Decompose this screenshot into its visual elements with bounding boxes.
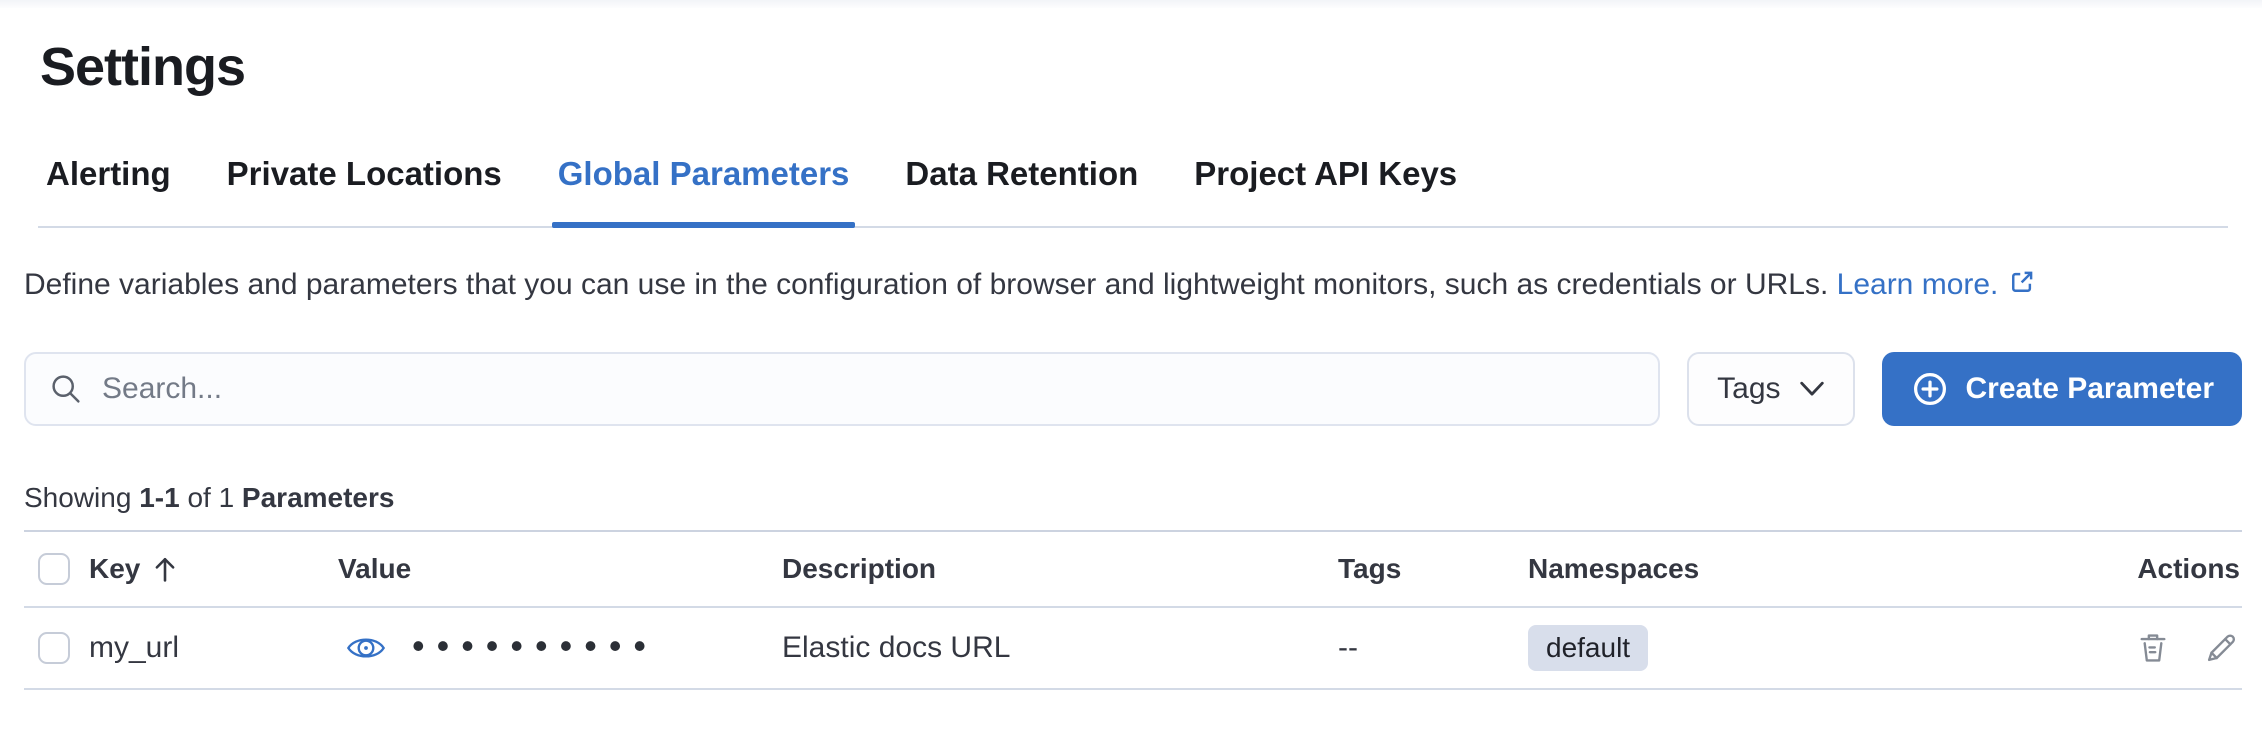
tab-label: Private Locations — [226, 154, 502, 192]
search-icon — [52, 374, 80, 403]
parameters-table: Key Value Description Tags Namespaces Ac… — [24, 529, 2242, 690]
external-link-icon — [2012, 271, 2033, 292]
summary-of: of 1 — [187, 481, 235, 513]
tags-button-label: Tags — [1717, 371, 1781, 405]
column-header-namespaces-label: Namespaces — [1528, 552, 1700, 584]
column-header-actions: Actions — [2122, 553, 2242, 585]
delete-parameter-button[interactable] — [2134, 629, 2172, 667]
param-tags-cell: -- — [1338, 631, 1528, 665]
create-parameter-button[interactable]: Create Parameter — [1881, 351, 2242, 426]
tab-label: Data Retention — [905, 154, 1139, 192]
table-row: my_url •••••••••• Elastic docs URL -- — [24, 608, 2242, 690]
column-header-namespaces: Namespaces — [1528, 553, 2122, 585]
tab-bar: Alerting Private Locations Global Parame… — [38, 152, 2228, 228]
tags-filter-button[interactable]: Tags — [1687, 351, 1855, 426]
create-button-label: Create Parameter — [1965, 371, 2214, 405]
param-value-cell: •••••••••• — [338, 624, 782, 666]
tab-global-parameters[interactable]: Global Parameters — [551, 152, 856, 228]
masked-value: •••••••••• — [412, 624, 659, 666]
intro-paragraph: Define variables and parameters that you… — [24, 260, 2224, 310]
learn-more-link[interactable]: Learn more. — [1837, 268, 2037, 301]
pencil-icon — [2207, 633, 2236, 661]
column-header-actions-label: Actions — [2137, 552, 2240, 584]
intro-text: Define variables and parameters that you… — [24, 267, 1829, 301]
settings-page: Settings Alerting Private Locations Glob… — [0, 34, 2262, 690]
tab-label: Alerting — [46, 154, 171, 192]
column-header-key-label: Key — [89, 552, 141, 584]
tab-label: Project API Keys — [1194, 154, 1458, 192]
toolbar: Tags Create Parameter — [24, 351, 2242, 426]
plus-in-circle-icon — [1913, 372, 1946, 405]
select-all-checkbox[interactable] — [38, 552, 70, 585]
reveal-value-button[interactable] — [346, 632, 386, 664]
summary-showing: Showing — [24, 481, 132, 513]
row-select-cell — [24, 631, 89, 664]
search-box[interactable] — [24, 351, 1661, 426]
summary-range: 1-1 — [139, 481, 180, 513]
column-header-key[interactable]: Key — [89, 553, 338, 585]
eye-icon — [346, 637, 386, 658]
tab-private-locations[interactable]: Private Locations — [221, 152, 508, 226]
column-header-description-label: Description — [782, 552, 937, 584]
tab-data-retention[interactable]: Data Retention — [899, 152, 1144, 226]
row-checkbox[interactable] — [38, 631, 70, 664]
search-input[interactable] — [102, 371, 1637, 406]
trash-icon — [2140, 633, 2166, 662]
column-header-value-label: Value — [338, 552, 412, 584]
tab-project-api-keys[interactable]: Project API Keys — [1188, 152, 1463, 226]
param-namespaces-cell: default — [1528, 624, 2122, 671]
column-header-tags: Tags — [1338, 553, 1528, 585]
param-description: Elastic docs URL — [782, 630, 1011, 664]
column-header-value: Value — [338, 553, 782, 585]
table-header-row: Key Value Description Tags Namespaces Ac… — [24, 529, 2242, 608]
namespace-badge: default — [1528, 624, 1649, 671]
column-header-tags-label: Tags — [1338, 552, 1402, 584]
chevron-down-icon — [1799, 381, 1824, 396]
column-header-description: Description — [782, 553, 1338, 585]
param-actions-cell — [2122, 629, 2242, 667]
param-description-cell: Elastic docs URL — [782, 631, 1338, 665]
tab-label: Global Parameters — [557, 154, 850, 192]
tab-alerting[interactable]: Alerting — [40, 152, 177, 226]
window-top-edge — [0, 0, 2262, 8]
param-key: my_url — [89, 630, 180, 664]
param-key-cell: my_url — [89, 631, 338, 665]
page-title: Settings — [40, 37, 246, 97]
summary-entity: Parameters — [241, 481, 395, 513]
header-select-cell — [24, 552, 89, 585]
results-summary: Showing 1-1 of 1 Parameters — [24, 482, 2242, 514]
learn-more-label: Learn more. — [1836, 267, 1999, 301]
edit-parameter-button[interactable] — [2202, 629, 2240, 667]
sort-ascending-icon — [155, 557, 175, 582]
param-tags: -- — [1338, 630, 1358, 664]
